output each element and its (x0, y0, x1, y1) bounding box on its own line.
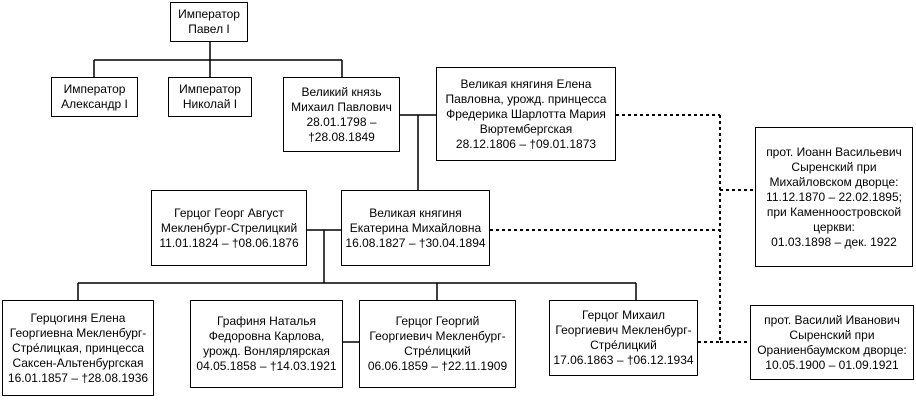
node-text: Мекленбург-Стрелицкий (160, 220, 298, 235)
node-georgy: Герцог Георгий Георгиевич Мекленбург- Ст… (359, 300, 516, 388)
node-text: Стре́лицкий (404, 344, 471, 358)
node-text: Павел I (188, 22, 230, 36)
node-text: Павловна, урожд. принцесса (445, 91, 607, 106)
node-text: Александр I (61, 97, 128, 111)
node-text: Николай I (182, 97, 238, 111)
node-text: †28.08.1849 (308, 129, 375, 144)
node-text: Император (179, 82, 241, 96)
node-text: 17.06.1863 – †06.12.1934 (553, 353, 694, 367)
node-mikhail-pavlovich: Великий князь Михаил Павлович 28.01.1798… (283, 77, 400, 152)
node-text: 01.03.1898 – дек. 1922 (771, 234, 897, 249)
node-text: Герцогиня Елена (30, 310, 126, 325)
node-text: Герцог Михаил (581, 308, 666, 322)
node-text: 28.12.1806 – †09.01.1873 (455, 136, 597, 151)
node-nikolai: Император Николай I (168, 77, 252, 117)
node-text: Георгиевна Мекленбург- (9, 325, 147, 340)
node-text: Герцог Георг Август (174, 205, 284, 220)
node-text: церкви: (813, 219, 855, 234)
node-text: Великая княгиня (369, 205, 462, 220)
node-alexander: Император Александр I (51, 77, 138, 117)
node-mikhail-georgievich: Герцог Михаил Георгиевич Мекленбург- Стр… (549, 300, 698, 376)
node-text: Фредерика Шарлотта Мария (446, 106, 606, 121)
node-text: Саксен-Альтенбургская (12, 355, 144, 370)
node-text: Михаил Павлович (291, 99, 392, 114)
node-georg-august: Герцог Георг Август Мекленбург-Стрелицки… (151, 190, 307, 266)
node-text: 11.12.1870 – 22.02.1895; (766, 189, 902, 204)
node-text: Вюртембергская (479, 121, 573, 136)
node-natalia: Графиня Наталья Федоровна Карлова, урожд… (190, 300, 343, 388)
node-text: 16.01.1857 – †28.08.1936 (7, 370, 149, 385)
node-text: урожд. Вонлярлярская (203, 344, 330, 358)
node-text: Император (63, 82, 126, 96)
node-ekaterina: Великая княгиня Екатерина Михайловна 16.… (341, 190, 490, 266)
node-text: прот. Иоанн Васильевич (766, 144, 902, 159)
node-text: 28.01.1798 – (306, 114, 377, 129)
node-text: Георгиевич Мекленбург- (369, 329, 506, 343)
node-text: Георгиевич Мекленбург- (555, 323, 692, 337)
node-elena-pavlovna: Великая княгиня Елена Павловна, урожд. п… (436, 67, 616, 161)
node-text: при Каменноостровской (766, 204, 902, 219)
node-text: Великий князь (301, 84, 382, 99)
node-text: Сыренский при (789, 327, 875, 342)
node-text: Екатерина Михайловна (349, 220, 482, 235)
node-text: Федоровна Карлова, (208, 329, 325, 343)
node-text: Герцог Георгий (395, 314, 480, 328)
node-text: Стре́лицкий (590, 338, 657, 352)
node-text: 10.05.1900 – 01.09.1921 (765, 357, 899, 372)
node-text: 04.05.1858 – †14.03.1921 (196, 359, 337, 373)
node-text: 16.08.1827 – †30.04.1894 (345, 235, 486, 250)
node-text: 06.06.1859 – †22.11.1909 (367, 359, 508, 373)
node-text: Михайловском дворце: (769, 174, 899, 189)
node-ioann: прот. Иоанн Васильевич Сыренский при Мих… (755, 127, 913, 267)
node-vasily: прот. Василий Иванович Сыренский при Ора… (750, 305, 914, 380)
node-text: Графиня Наталья (216, 314, 317, 328)
node-text: Сыренский при (791, 159, 877, 174)
node-text: Ораниенбаумском дворце: (757, 342, 907, 357)
node-text: Император (178, 7, 240, 21)
node-elena-georgievna: Герцогиня Елена Георгиевна Мекленбург- С… (2, 300, 154, 396)
node-text: Стре́лицкая, принцесса (11, 340, 145, 355)
node-text: Великая княгиня Елена (460, 76, 592, 91)
node-text: 11.01.1824 – †08.06.1876 (159, 235, 299, 250)
node-pavel: Император Павел I (170, 2, 248, 42)
node-text: прот. Василий Иванович (764, 312, 900, 327)
